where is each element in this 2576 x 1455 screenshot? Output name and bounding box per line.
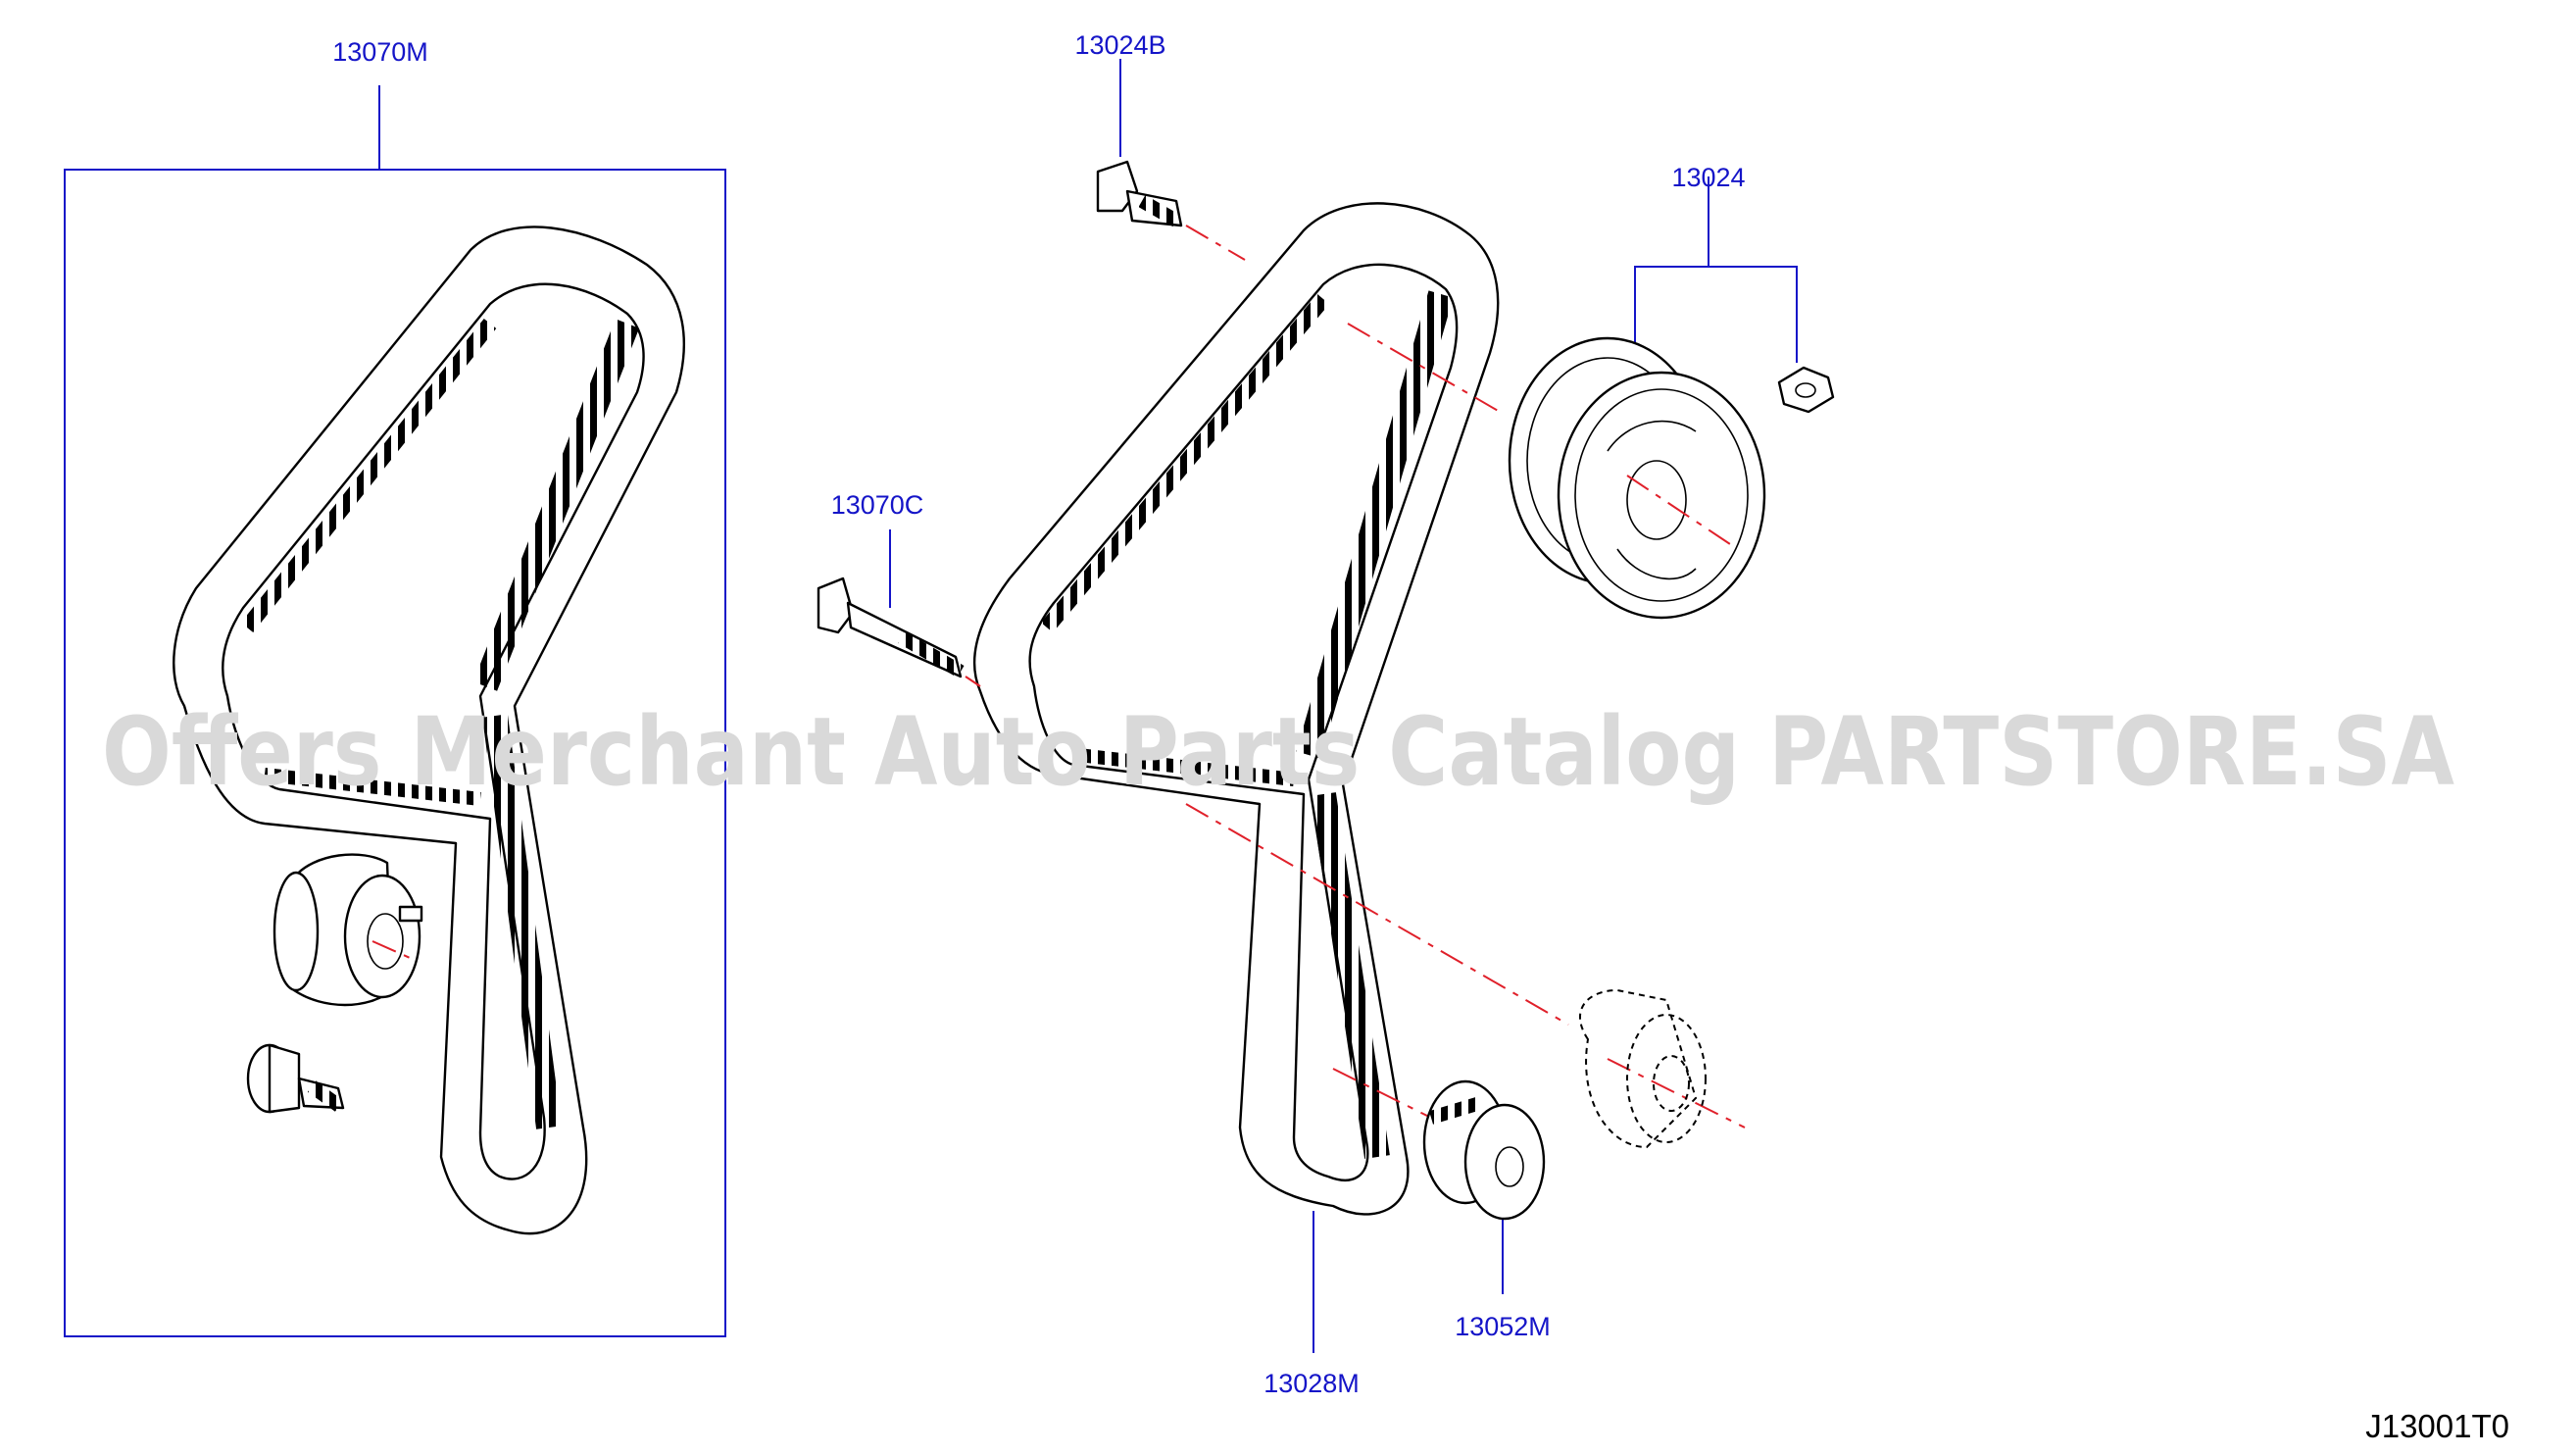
figure-reference: J13001T0 <box>2365 1408 2509 1444</box>
crank-sprocket-13052m <box>1422 1079 1546 1294</box>
watermark: Offers Merchant Auto Parts Catalog PARTS… <box>102 697 2454 807</box>
callout-13070m: 13070M <box>332 37 428 67</box>
callout-13028m: 13028M <box>1263 1369 1360 1398</box>
centerline-a <box>1347 323 1501 413</box>
centerline-c <box>1332 1068 1432 1119</box>
sprocket-13024 <box>1508 176 1835 620</box>
centerline-b <box>1185 803 1569 1026</box>
kit-stud-bolt <box>246 1043 345 1114</box>
kit-frame <box>64 169 726 1337</box>
kit-timing-belt <box>173 226 685 1235</box>
bolt-13024b <box>1096 59 1246 261</box>
callout-13024b: 13024B <box>1074 30 1165 60</box>
callout-13070c: 13070C <box>831 490 924 520</box>
kit-idler-pulley <box>272 853 423 1007</box>
timing-belt-13028m <box>972 202 1500 1353</box>
long-bolt-13070c <box>817 529 981 687</box>
callout-13024: 13024 <box>1671 163 1745 192</box>
belt-kit-group <box>64 85 726 1337</box>
tensioner-dashed <box>1578 988 1707 1149</box>
callout-13052m: 13052M <box>1455 1312 1551 1341</box>
